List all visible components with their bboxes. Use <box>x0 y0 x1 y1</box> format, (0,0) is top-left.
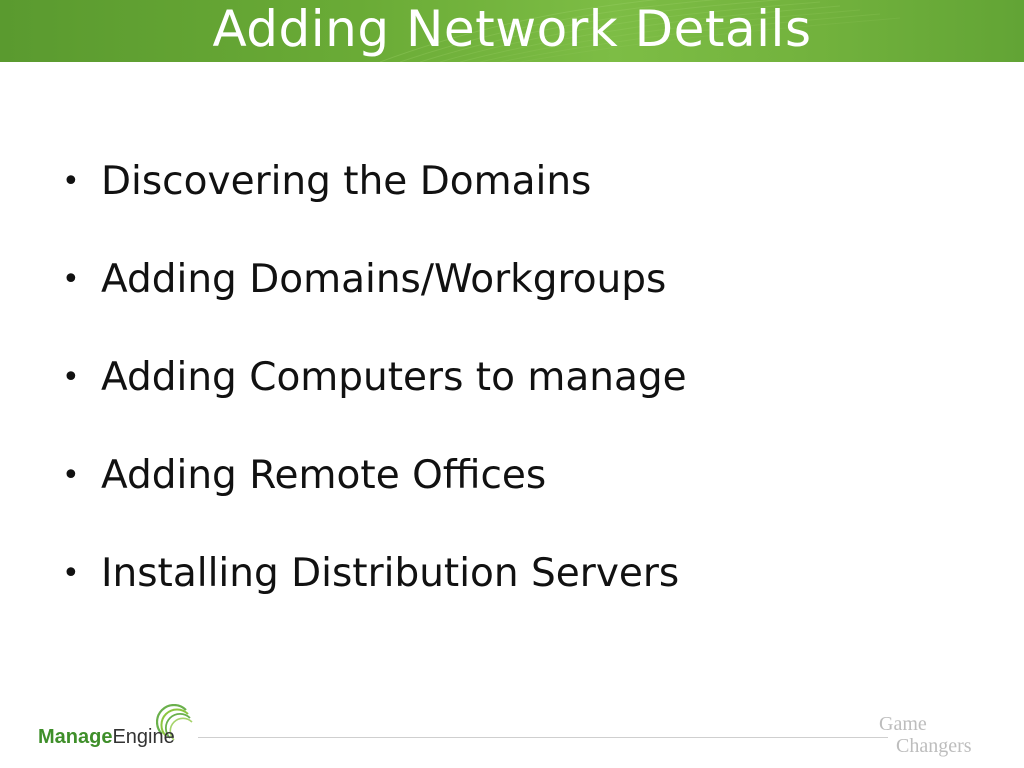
swoosh-arcs-icon <box>156 704 193 741</box>
logo-part-manage: Manage <box>38 726 113 748</box>
title-swoosh-decoration <box>379 0 901 62</box>
game-changers-tagline: Game Changers <box>879 713 1009 759</box>
bullet-text: Discovering the Domains <box>101 159 592 204</box>
bullet-dot: • <box>62 360 80 395</box>
bullet-dot: • <box>62 458 80 493</box>
slide-title: Adding Network Details <box>212 0 812 58</box>
tagline-line-2: Changers <box>896 735 972 757</box>
bullet-dot: • <box>62 556 80 591</box>
bullet-text: Adding Computers to manage <box>101 355 687 400</box>
bullet-dot: • <box>62 164 80 199</box>
bullet-text: Adding Domains/Workgroups <box>101 257 667 302</box>
bullet-text: Installing Distribution Servers <box>101 551 680 596</box>
tagline-line-1: Game <box>879 713 927 735</box>
bullet-text: Adding Remote Offices <box>101 453 547 498</box>
footer-divider <box>198 737 888 738</box>
title-bar: Adding Network Details <box>0 0 1024 62</box>
manageengine-logo: ManageEngine <box>38 704 198 750</box>
logo-wordmark: ManageEngine <box>38 725 175 749</box>
bullet-dot: • <box>62 262 80 297</box>
logo-part-engine: Engine <box>112 726 175 748</box>
